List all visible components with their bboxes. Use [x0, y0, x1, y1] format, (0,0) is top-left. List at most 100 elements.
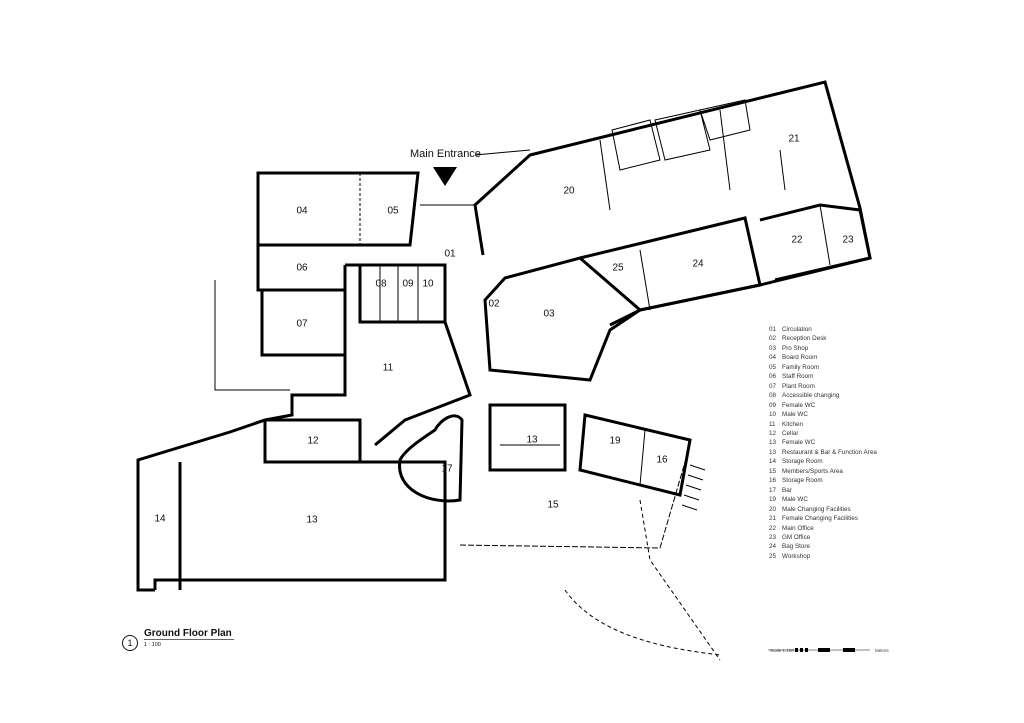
glazing-15 [459, 444, 691, 549]
room-label: 05 [387, 205, 399, 217]
wall-staff-room [256, 245, 347, 292]
legend-room-name: Storage Room [782, 477, 823, 485]
legend-room-name: Family Room [782, 363, 820, 371]
drawing-number: 1 [122, 635, 138, 651]
scale-bar-label: Scale 1:100 [770, 648, 794, 653]
wall-bag-store [579, 216, 762, 312]
room-label: 08 [375, 278, 387, 290]
wall-entrance-right [473, 80, 872, 327]
wall-restaurant [153, 460, 447, 590]
legend-room-name: GM Office [782, 533, 811, 541]
legend-number: 14 [769, 458, 777, 466]
room-label: 07 [296, 318, 308, 330]
legend-row: 01 Circulation [769, 325, 877, 334]
legend-number: 22 [769, 524, 777, 532]
legend-row: 09 Female WC [769, 401, 877, 410]
legend-number: 07 [769, 382, 777, 390]
legend-row: 14 Storage Room [769, 457, 877, 466]
legend-room-name: Cellar [782, 429, 799, 437]
legend-room-name: Plant Room [782, 382, 815, 390]
wall-wc-block [345, 263, 447, 324]
legend-row: 06 Staff Room [769, 372, 877, 381]
legend-room-name: Storage Room [782, 458, 823, 466]
legend-number: 19 [769, 496, 777, 504]
legend-number: 02 [769, 335, 777, 343]
legend-room-name: Circulation [782, 326, 812, 333]
legend-number: 16 [769, 477, 777, 485]
legend-room-name: Female WC [782, 401, 816, 409]
room-label: 10 [422, 278, 434, 290]
site-line-2 [564, 589, 721, 656]
legend-room-name: Bag Store [782, 543, 811, 551]
legend-room-name: Accessible changing [782, 392, 840, 400]
room-label: 06 [296, 262, 308, 274]
room-label: 21 [788, 133, 800, 145]
scale-bar [768, 648, 870, 652]
room-label: 17 [441, 463, 453, 475]
room-label: 04 [296, 205, 308, 217]
legend-number: 10 [769, 411, 777, 419]
legend-room-name: Male WC [782, 411, 808, 419]
legend-room-name: Female WC [782, 439, 816, 447]
room-label: 12 [307, 435, 319, 447]
room-label: 13 [306, 514, 318, 526]
room-label: 16 [656, 454, 668, 466]
room-label: 23 [842, 234, 854, 246]
legend-number: 12 [769, 429, 777, 437]
legend-number: 23 [769, 533, 777, 541]
partition-19-16 [639, 429, 646, 486]
room-label: 13 [526, 434, 538, 446]
legend-row: 13 Female WC [769, 438, 877, 447]
terrace-outline [214, 280, 290, 391]
legend-number: 15 [769, 467, 777, 475]
room-label: 03 [543, 308, 555, 320]
main-entrance-label: Main Entrance [410, 148, 481, 160]
legend-room-name: Restaurant & Bar & Function Area [782, 448, 877, 456]
room-label: 24 [692, 258, 704, 270]
site-line [639, 499, 721, 661]
legend-room-name: Staff Room [782, 373, 814, 381]
room-label: 22 [791, 234, 803, 246]
legend-number: 17 [769, 486, 777, 494]
entrance-canopy [420, 149, 531, 206]
legend-row: 07 Plant Room [769, 382, 877, 391]
wall-wc-19-16 [578, 413, 692, 497]
drawing-title: Ground Floor Plan [144, 628, 234, 640]
legend-number: 25 [769, 552, 777, 560]
stairs [681, 464, 706, 511]
legend-room-name: Pro Shop [782, 344, 809, 352]
legend-row: 02 Reception Desk [769, 334, 877, 343]
legend-number: 21 [769, 515, 777, 523]
legend-row: 16 Storage Room [769, 476, 877, 485]
legend-number: 09 [769, 401, 777, 409]
legend-number: 06 [769, 373, 777, 381]
legend-room-name: Female Changing Facilities [782, 515, 858, 523]
legend-room-name: Main Office [782, 524, 814, 532]
scale-bar-unit: Metres [875, 648, 889, 653]
main-entrance-arrow-icon [433, 167, 457, 186]
partition-cubicles [611, 99, 751, 171]
wall-bar-17 [398, 414, 464, 503]
legend-row: 08 Accessible changing [769, 391, 877, 400]
wall-plant-room [260, 290, 347, 357]
legend-row: 21 Female Changing Facilities [769, 514, 877, 523]
wall-offices [759, 203, 872, 282]
legend-number: 13 [769, 439, 777, 447]
legend-row: 22 Main Office [769, 524, 877, 533]
room-label: 01 [444, 248, 456, 260]
drawing-scale: 1 : 100 [144, 642, 161, 648]
room-label: 15 [547, 499, 559, 511]
legend-room-name: Reception Desk [782, 335, 827, 343]
legend-number: 08 [769, 392, 777, 400]
legend-number: 01 [769, 326, 777, 333]
legend-row: 23 GM Office [769, 533, 877, 542]
